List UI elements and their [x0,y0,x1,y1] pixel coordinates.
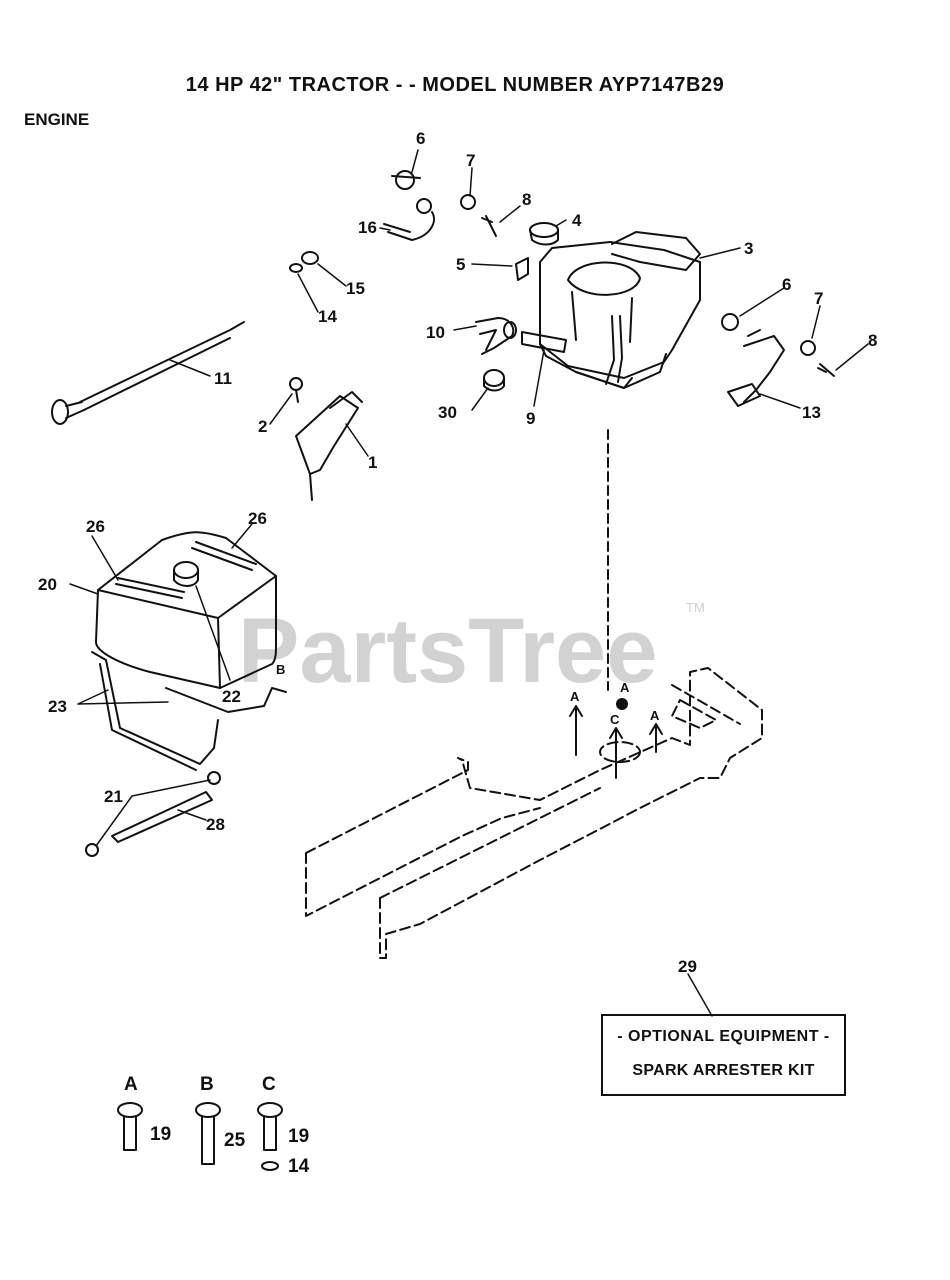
key-part-c: 19 [288,1126,309,1147]
fuel-line-part [85,771,221,857]
callout-6: 6 [416,129,425,148]
callout-7: 7 [466,151,475,170]
callout-5: 5 [456,255,465,274]
callout-26: 26 [86,517,105,536]
fuel-tank-part [95,531,277,689]
watermark-trademark: TM [686,600,705,615]
callout-26: 26 [248,509,267,528]
bolt-c-part [257,1102,283,1171]
callout-8: 8 [868,331,877,350]
callout-4: 4 [572,211,582,230]
marker-b: B [276,662,285,677]
callout-8: 8 [522,190,531,209]
callout-labels: 6 7 8 4 3 5 6 7 8 10 9 30 13 16 15 14 11… [38,129,877,976]
washer-nut-parts [289,251,319,273]
callout-6: 6 [782,275,791,294]
marker-a: A [650,708,660,723]
section-label: ENGINE [24,110,90,129]
optional-kit-box: - OPTIONAL EQUIPMENT - SPARK ARRESTER KI… [601,1014,846,1096]
tank-strap-part [91,651,287,771]
bracket-part [515,257,529,281]
key-letter-b: B [200,1074,214,1095]
hardware-key: A 19 B 25 C 19 14 [124,1074,310,1177]
plug-part [483,369,505,392]
right-fasteners [721,313,835,377]
bolt-a-part [117,1102,143,1151]
callout-20: 20 [38,575,57,594]
throttle-cable-part [51,321,245,425]
watermark-text: PartsTree [238,600,657,702]
kit-heading: - OPTIONAL EQUIPMENT - [617,1028,830,1045]
callout-16: 16 [358,218,377,237]
page-title: 14 HP 42" TRACTOR - - MODEL NUMBER AYP71… [185,74,725,96]
breather-tube-part [475,317,517,355]
callout-14: 14 [318,307,337,326]
callout-11: 11 [214,369,232,388]
callout-29: 29 [678,957,697,976]
engine-part [539,231,701,389]
callout-10: 10 [426,323,445,342]
marker-a: A [570,689,580,704]
callout-9: 9 [526,409,535,428]
key-letter-c: C [262,1074,276,1095]
key-washer-c: 14 [288,1156,310,1177]
frame-rail [305,667,763,959]
leader-lines [69,149,869,1017]
control-bracket-part [289,377,363,501]
kit-name: SPARK ARRESTER KIT [632,1062,815,1079]
callout-7: 7 [814,289,823,308]
callout-28: 28 [206,815,225,834]
callout-22: 22 [222,687,241,706]
callout-30: 30 [438,403,457,422]
upper-fasteners [391,170,497,237]
bolt-b-part [195,1102,221,1165]
mounting-arrows [569,429,663,779]
callout-21: 21 [104,787,123,806]
key-part-a: 19 [150,1124,171,1145]
callout-23: 23 [48,697,67,716]
key-letter-a: A [124,1074,138,1095]
callout-3: 3 [744,239,753,258]
fitting-part [521,331,567,353]
callout-1: 1 [368,453,377,472]
oil-cap-part [529,222,559,246]
key-part-b: 25 [224,1130,246,1151]
frame-markers: A A A C B [276,662,660,727]
dipstick-tube-part [727,329,785,407]
callout-2: 2 [258,417,267,436]
clamp-part [383,211,435,241]
marker-c: C [610,712,620,727]
marker-a: A [620,680,630,695]
callout-15: 15 [346,279,365,298]
callout-13: 13 [802,403,821,422]
